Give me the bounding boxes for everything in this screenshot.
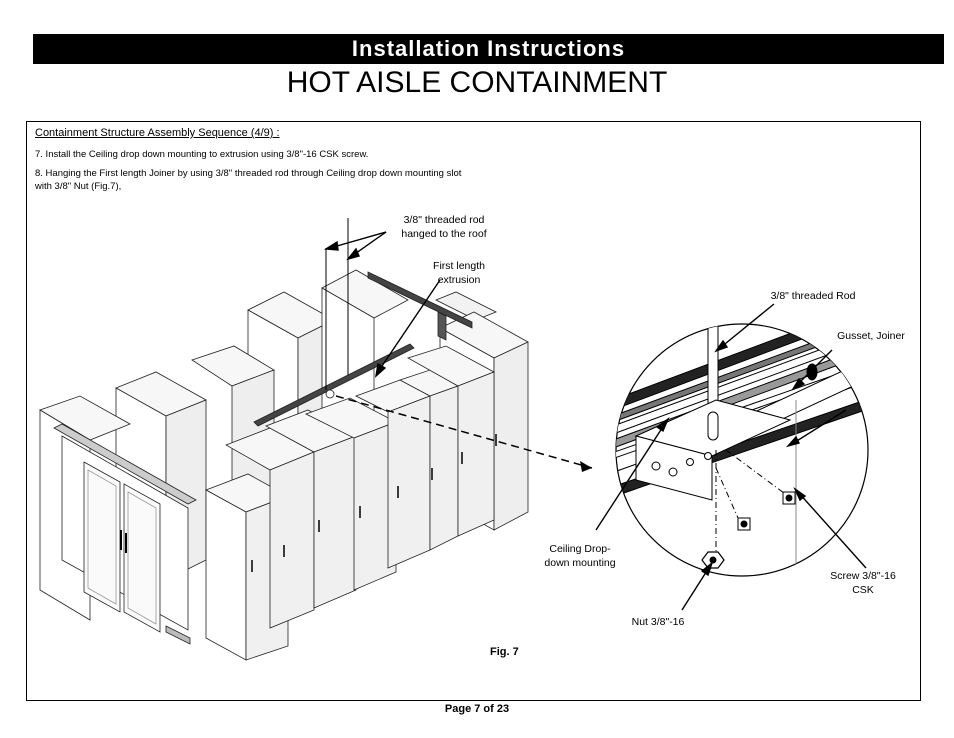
label-rod-roof-line-2: hanged to the roof bbox=[401, 228, 487, 240]
label-gusset-joiner: Gusset, Joiner bbox=[837, 330, 905, 342]
label-extrusion-line-2: extrusion bbox=[437, 274, 481, 286]
page-title: HOT AISLE CONTAINMENT bbox=[286, 66, 668, 99]
label-rod-roof: 3/8" threaded rod hanged to the roof bbox=[388, 213, 500, 241]
section-heading: Containment Structure Assembly Sequence … bbox=[35, 127, 280, 139]
cabinet-rows-drawing bbox=[39, 218, 529, 661]
label-extrusion-line-1: First length bbox=[433, 260, 485, 272]
label-first-length-extrusion: First length extrusion bbox=[418, 259, 500, 287]
header-banner: Installation Instructions bbox=[33, 34, 944, 64]
label-mounting-line-2: down mounting bbox=[544, 557, 616, 569]
page-number: Page 7 of 23 bbox=[444, 703, 510, 715]
label-mounting-line-1: Ceiling Drop- bbox=[549, 543, 611, 555]
step-8-text: 8. Hanging the First length Joiner by us… bbox=[35, 168, 462, 192]
label-ceiling-mounting: Ceiling Drop- down mounting bbox=[530, 542, 630, 570]
screw-center-drawing bbox=[737, 517, 751, 531]
label-threaded-rod: 3/8" threaded Rod bbox=[770, 290, 856, 302]
label-nut: Nut 3/8"-16 bbox=[631, 616, 685, 628]
step-7-text: 7. Install the Ceiling drop down mountin… bbox=[35, 149, 369, 160]
content-frame bbox=[26, 121, 921, 701]
callout-arrows-left bbox=[323, 231, 441, 378]
detail-leader-line bbox=[335, 395, 593, 469]
screw-right-drawing bbox=[782, 491, 796, 505]
label-screw-line-2: CSK bbox=[852, 584, 874, 596]
label-rod-roof-line-1: 3/8" threaded rod bbox=[403, 214, 485, 226]
figure-caption: Fig. 7 bbox=[490, 646, 519, 658]
label-screw: Screw 3/8"-16 CSK bbox=[816, 569, 910, 597]
callout-arrows-right bbox=[595, 303, 867, 611]
assembly-illustration bbox=[39, 218, 869, 661]
label-screw-line-1: Screw 3/8"-16 bbox=[830, 570, 896, 582]
detail-circle-drawing bbox=[615, 323, 869, 577]
